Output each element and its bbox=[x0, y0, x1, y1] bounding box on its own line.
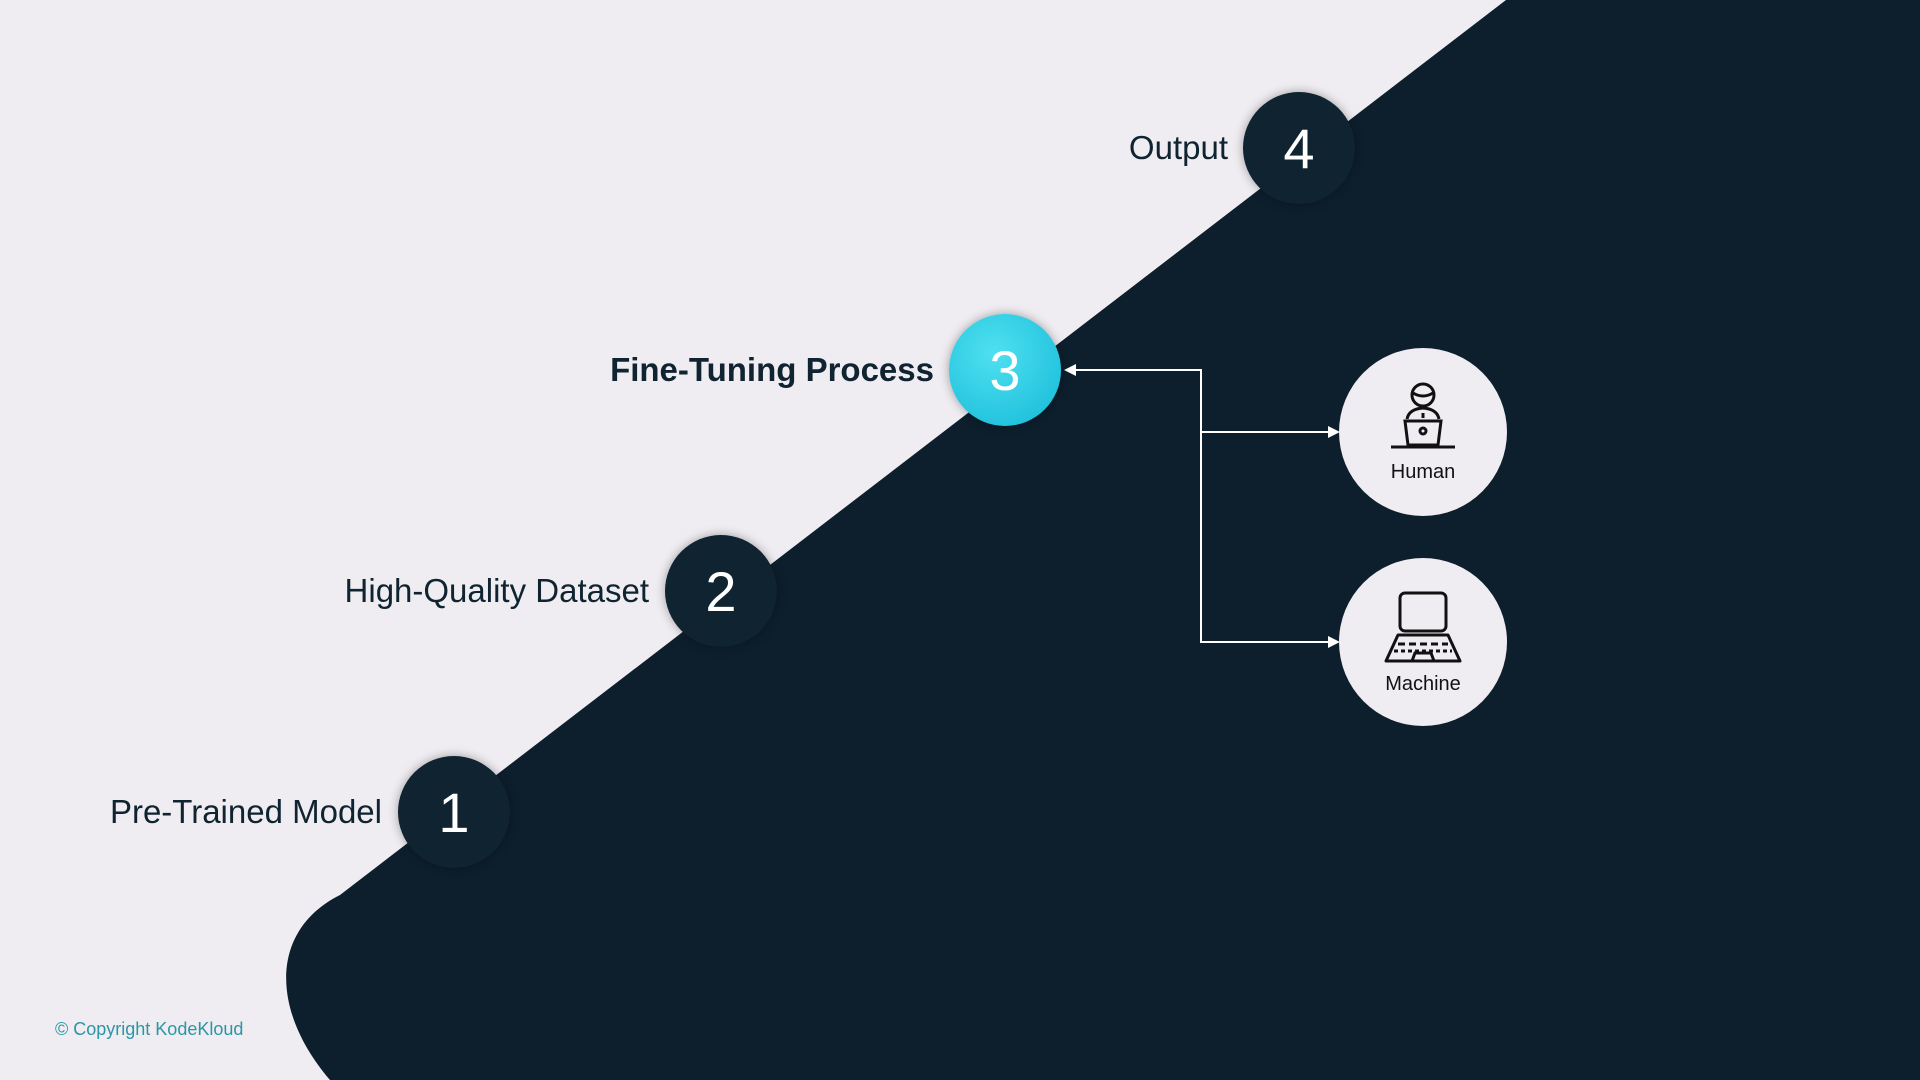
step-4-label: Output bbox=[1128, 129, 1228, 166]
machine-label: Machine bbox=[1385, 672, 1461, 695]
step-3-circle: 3 bbox=[949, 314, 1061, 426]
human-option: Human bbox=[1339, 348, 1507, 516]
laptop-icon bbox=[1384, 591, 1462, 662]
step-1-label: Pre-Trained Model bbox=[109, 793, 382, 830]
step-3-label: Fine-Tuning Process bbox=[610, 351, 934, 388]
machine-option: Machine bbox=[1339, 558, 1507, 726]
person-laptop-icon bbox=[1391, 382, 1455, 448]
step-1-circle: 1 bbox=[398, 756, 510, 868]
human-label: Human bbox=[1390, 460, 1456, 483]
step-2-circle: 2 bbox=[665, 535, 777, 647]
step-2-label: High-Quality Dataset bbox=[344, 572, 649, 609]
copyright-text: © Copyright KodeKloud bbox=[55, 1019, 244, 1039]
connector-arrows bbox=[1075, 369, 1330, 643]
step-4-circle: 4 bbox=[1243, 92, 1355, 204]
